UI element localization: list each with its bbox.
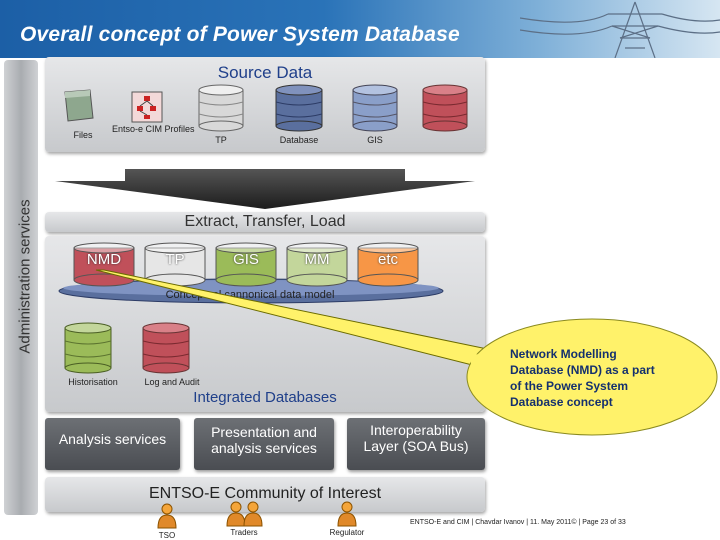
regulator-person-icon	[337, 501, 357, 527]
database-label: Database	[279, 135, 319, 145]
presentation-label-line1: Presentation and	[211, 424, 317, 440]
gis-database-icon	[352, 84, 398, 132]
tp-label: TP	[215, 135, 227, 145]
cim-profiles-label-text: Entso-e CIM Profiles	[112, 124, 195, 134]
canonical-database-icon-2	[215, 242, 277, 287]
integrated-databases-title: Integrated Databases	[193, 389, 337, 406]
log-audit-label: Log and Audit	[144, 377, 200, 387]
canonical-database-label-4: etc	[377, 251, 398, 268]
historisation-label: Historisation	[68, 377, 118, 387]
tso-label: TSO	[158, 531, 176, 540]
analysis-services-box: Analysis services	[45, 418, 180, 470]
tso-person-icon	[157, 503, 177, 529]
canonical-database-icon-4	[357, 242, 419, 287]
header-bar	[0, 0, 720, 58]
footer-text: ENTSO-E and CIM | Chavdar Ivanov | 11. M…	[410, 519, 626, 526]
canonical-database-icon-0	[73, 242, 135, 287]
callout-line-2: Database (NMD) as a part	[510, 363, 655, 377]
file-icon	[64, 89, 94, 122]
traders-person-icon	[226, 501, 263, 527]
canonical-database-label-0: NMD	[86, 251, 122, 268]
canonical-database-label-3: MM	[304, 251, 330, 268]
source-data-title: Source Data	[217, 63, 313, 82]
etl-bar	[45, 212, 485, 232]
regulator-label: Regulator	[329, 528, 365, 537]
gis-label: GIS	[367, 135, 383, 145]
analysis-services-label: Analysis services	[58, 431, 167, 447]
source-data-panel	[45, 57, 485, 152]
interoperability-layer-box: Interoperability Layer (SOA Bus)	[347, 418, 485, 470]
administration-services-bar	[4, 60, 38, 515]
canonical-database-icon-3	[286, 242, 348, 287]
tp-database-icon	[198, 84, 244, 132]
cim-profile-icon	[131, 91, 163, 123]
interoperability-label-line2: Layer (SOA Bus)	[363, 438, 469, 454]
callout-line-4: Database concept	[510, 395, 613, 409]
canonical-database-label-2: GIS	[233, 251, 259, 268]
presentation-label-line2: analysis services	[211, 440, 317, 456]
files-label: Files	[73, 130, 93, 140]
cim-profiles-label: Entso-e CIM Profiles	[112, 124, 195, 134]
red-database-icon	[422, 84, 468, 132]
page-title: Overall concept of Power System Database	[20, 23, 460, 46]
etl-label: Extract, Transfer, Load	[184, 213, 346, 230]
community-title: ENTSO-E Community of Interest	[148, 485, 382, 502]
callout-line-3: of the Power System	[510, 379, 629, 393]
log-audit-database-icon	[142, 322, 190, 374]
callout-text: Network Modelling Database (NMD) as a pa…	[510, 346, 710, 410]
power-tower-icon	[520, 1, 720, 58]
callout-line-1: Network Modelling	[510, 347, 617, 361]
database-icon	[275, 84, 323, 132]
community-bar	[45, 477, 485, 512]
traders-label: Traders	[230, 528, 258, 537]
historisation-database-icon	[64, 322, 112, 374]
canonical-database-label-1: TP	[165, 251, 185, 268]
presentation-services-box: Presentation and analysis services	[194, 418, 334, 470]
interoperability-label-line1: Interoperability	[370, 422, 462, 438]
down-arrow-icon	[55, 169, 475, 209]
